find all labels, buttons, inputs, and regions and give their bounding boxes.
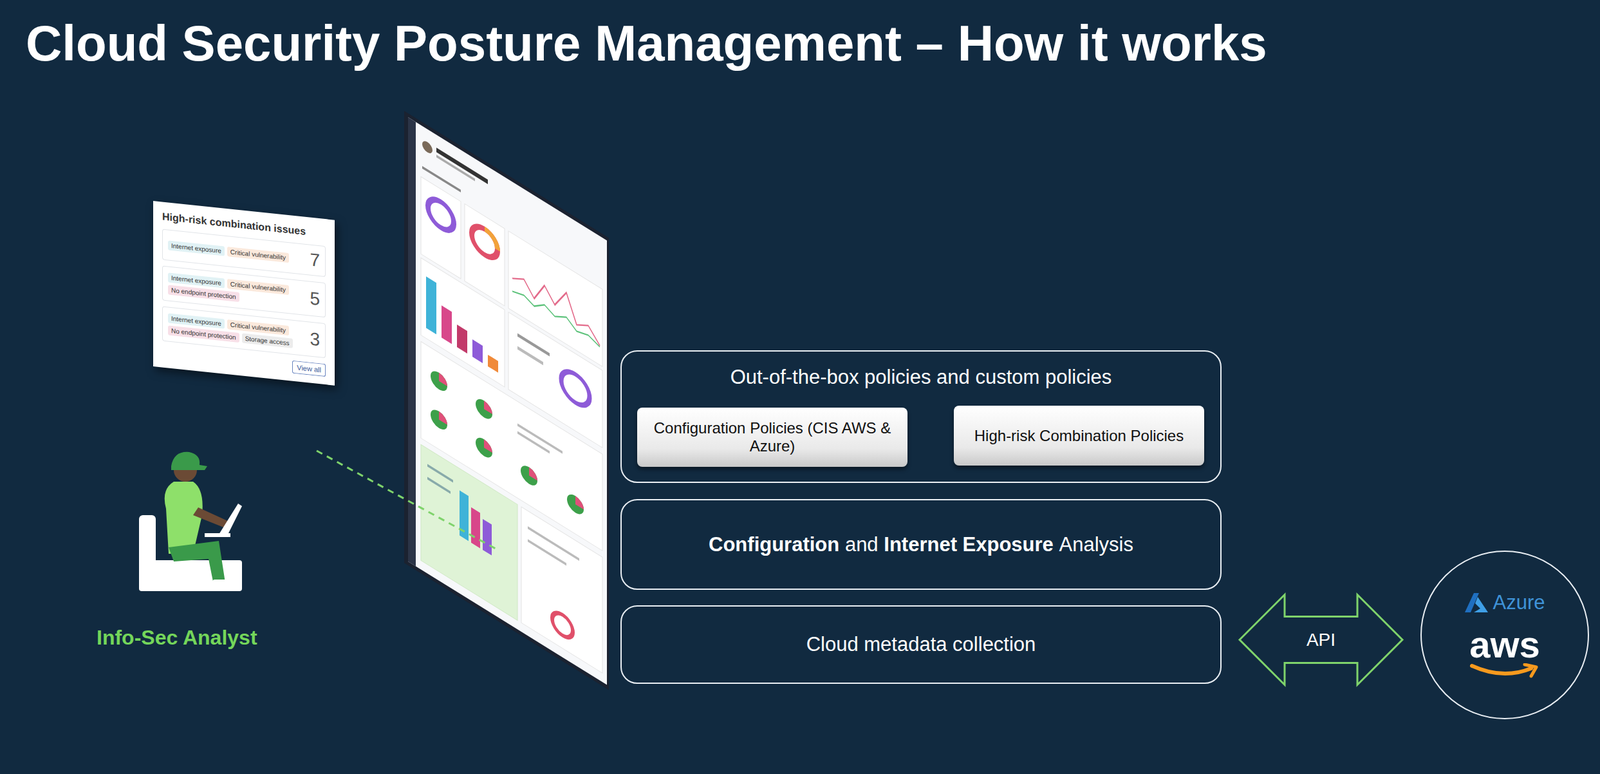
azure-logo	[1464, 592, 1489, 613]
issues-card: High-risk combination issuesInternet exp…	[153, 200, 335, 386]
layer-box: Out-of-the-box policies and custom polic…	[620, 350, 1222, 483]
button-label: Configuration Policies (CIS AWS & Azure)	[646, 418, 899, 456]
issue-count: 5	[309, 288, 320, 311]
leader-line	[316, 450, 496, 549]
analyst-figure	[139, 451, 242, 591]
issue-row: Internet exposureCritical vulnerabilityN…	[162, 265, 326, 318]
layer-label: Internet Exposure	[883, 532, 1054, 557]
role-label: Info-Sec Analyst	[96, 625, 258, 650]
layer-box: Cloud metadata collection	[620, 604, 1222, 684]
tag-group: Internet exposureCritical vulnerability	[167, 238, 306, 266]
layer-label: Cloud metadata collection	[806, 632, 1037, 656]
title: Cloud Security Posture Management – How …	[25, 14, 1268, 73]
policy-button: High-risk Combination Policies	[953, 405, 1205, 466]
provider-name: Azure	[1493, 590, 1546, 614]
layer-label: and	[845, 532, 879, 557]
provider-name: aws	[1469, 625, 1541, 663]
layer-label: Analysis	[1059, 532, 1134, 557]
cloud-provider-circle: Azure aws	[1420, 550, 1590, 719]
tag-group: Internet exposureCritical vulnerabilityN…	[167, 270, 306, 311]
layer-box: ConfigurationandInternet ExposureAnalysi…	[620, 498, 1222, 590]
button-row: View all	[162, 346, 326, 377]
issue-count: 3	[309, 328, 320, 351]
tag-group: Internet exposureCritical vulnerabilityN…	[167, 311, 306, 351]
edge-label: API	[1306, 629, 1336, 651]
azure-row: Azure	[1464, 590, 1546, 614]
issue-row: Internet exposureCritical vulnerabilityN…	[162, 305, 326, 358]
risk-tag: Storage access	[241, 332, 293, 348]
issue-count: 7	[309, 249, 320, 272]
policy-button: Configuration Policies (CIS AWS & Azure)	[637, 407, 908, 467]
risk-tag: Internet exposure	[167, 240, 225, 256]
aws-smile	[1469, 662, 1541, 679]
card-title: High-risk combination issues	[162, 210, 326, 240]
dashboard-screenshot	[404, 110, 609, 690]
layer-title: Out-of-the-box policies and custom polic…	[621, 365, 1221, 389]
layer-label: Configuration	[708, 532, 840, 557]
double-arrow	[1239, 594, 1403, 685]
view-all-button: View all	[292, 360, 326, 377]
button-label: High-risk Combination Policies	[974, 426, 1184, 445]
risk-tag: Critical vulnerability	[227, 246, 289, 263]
